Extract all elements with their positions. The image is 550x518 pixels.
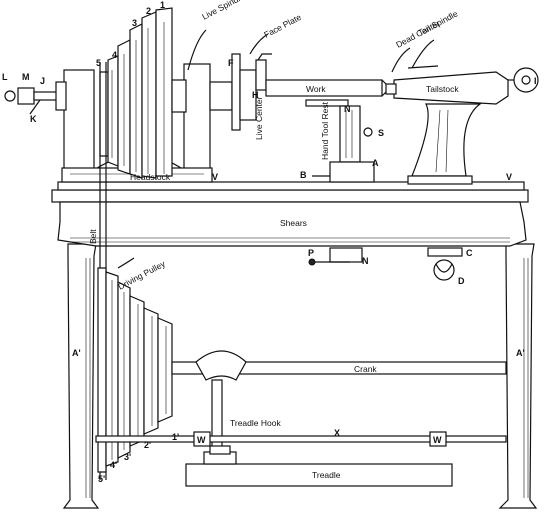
letter-L: L — [2, 72, 8, 82]
under-bed-clamp — [308, 247, 463, 281]
letter-N: N — [344, 104, 351, 114]
letter-C: C — [466, 248, 473, 258]
hand-tool-rest — [305, 99, 375, 183]
step-2: 2 — [146, 6, 151, 16]
letter-N-lower: N — [362, 256, 369, 266]
spindle-left-end — [4, 81, 67, 115]
letter-W: W — [197, 435, 206, 445]
letter-D: D — [458, 276, 465, 286]
step-5: 5 — [96, 58, 101, 68]
step-1-prime: 1' — [172, 432, 179, 442]
letter-V-right: V — [506, 172, 512, 182]
letter-A: A — [372, 158, 379, 168]
letter-P: P — [308, 248, 314, 258]
label-headstock: Headstock — [130, 172, 171, 182]
letter-S: S — [378, 128, 384, 138]
label-hand-tool-rest: Hand Tool Rest — [320, 101, 330, 160]
step-3: 3 — [132, 18, 137, 28]
letter-K: K — [30, 114, 37, 124]
letter-V: V — [212, 172, 218, 182]
label-treadle: Treadle — [312, 470, 341, 480]
letter-M: M — [22, 72, 30, 82]
letter-W-right: W — [433, 435, 442, 445]
right-leg — [498, 243, 538, 509]
treadle — [185, 445, 453, 487]
letter-X: X — [334, 428, 340, 438]
label-face-plate: Face Plate — [262, 12, 303, 40]
leader-lines — [117, 29, 435, 269]
step-2-prime: 2' — [144, 440, 151, 450]
letter-A-prime-left: A' — [72, 348, 81, 358]
letter-A-prime-right: A' — [516, 348, 525, 358]
tailstock — [385, 65, 539, 185]
label-work: Work — [306, 84, 326, 94]
letter-I: I — [534, 76, 537, 86]
letter-H: H — [252, 90, 259, 100]
label-belt: Belt — [88, 229, 98, 244]
label-driving-pulley: Driving Pulley — [116, 258, 167, 292]
shears-bed — [51, 181, 529, 247]
step-4: 4 — [112, 50, 117, 60]
step-4-prime: 4' — [110, 460, 117, 470]
label-tailstock: Tailstock — [426, 84, 459, 94]
label-live-center: Live Center — [254, 96, 264, 140]
label-live-spindle: Live Spindle — [200, 0, 246, 22]
step-1: 1 — [160, 0, 165, 10]
work-piece — [265, 79, 391, 97]
label-shears: Shears — [280, 218, 307, 228]
cone-pulley-upper — [99, 7, 173, 179]
letter-J: J — [40, 76, 45, 86]
driving-pulley — [97, 267, 173, 473]
live-spindle — [171, 53, 272, 131]
left-leg — [62, 243, 100, 509]
step-3-prime: 3' — [124, 452, 131, 462]
treadle-rod — [95, 431, 507, 447]
letter-F: F — [228, 58, 234, 68]
letter-B: B — [300, 170, 307, 180]
step-5-prime: 5' — [98, 474, 105, 484]
label-tail-spindle: Tail Spindle — [416, 8, 459, 37]
label-crank: Crank — [354, 364, 377, 374]
label-treadle-hook: Treadle Hook — [230, 418, 281, 428]
